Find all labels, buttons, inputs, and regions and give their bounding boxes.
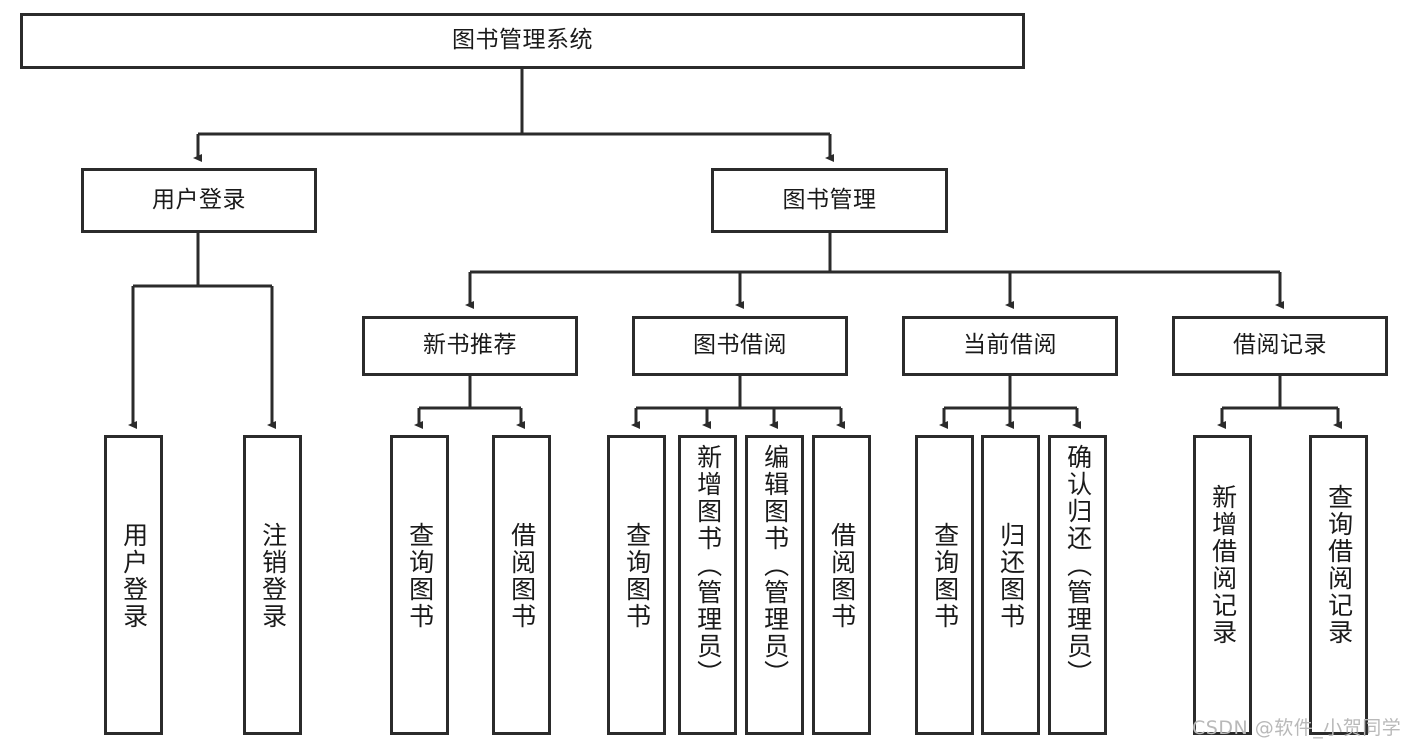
- node-leaf-user-logout-label: 注销登录: [258, 522, 288, 630]
- node-leaf-borrow-book-1-label: 借阅图书: [507, 522, 537, 630]
- node-leaf-borrow-book-2-label: 借阅图书: [827, 522, 857, 630]
- node-leaf-add-book[interactable]: 新增图书（管理员）: [678, 435, 737, 735]
- node-leaf-query-book-2-label: 查询图书: [622, 522, 652, 630]
- node-leaf-query-record[interactable]: 查询借阅记录: [1309, 435, 1368, 735]
- node-borrow-record-label: 借阅记录: [1233, 332, 1327, 359]
- node-book-borrow[interactable]: 图书借阅: [632, 316, 848, 376]
- node-leaf-user-logout[interactable]: 注销登录: [243, 435, 302, 735]
- node-book-borrow-label: 图书借阅: [693, 332, 787, 359]
- node-current-borrow-label: 当前借阅: [963, 332, 1057, 359]
- node-leaf-user-login[interactable]: 用户登录: [104, 435, 163, 735]
- node-leaf-add-book-label: 新增图书（管理员）: [693, 444, 723, 687]
- node-leaf-query-book-1-label: 查询图书: [405, 522, 435, 630]
- node-leaf-return-book-label: 归还图书: [996, 522, 1026, 630]
- node-leaf-confirm-return[interactable]: 确认归还（管理员）: [1048, 435, 1107, 735]
- node-leaf-borrow-book-1[interactable]: 借阅图书: [492, 435, 551, 735]
- node-new-book-rec[interactable]: 新书推荐: [362, 316, 578, 376]
- node-leaf-query-book-3[interactable]: 查询图书: [915, 435, 974, 735]
- node-leaf-query-book-3-label: 查询图书: [930, 522, 960, 630]
- node-leaf-query-record-label: 查询借阅记录: [1324, 484, 1354, 646]
- node-user-login[interactable]: 用户登录: [81, 168, 317, 233]
- node-leaf-user-login-label: 用户登录: [119, 522, 149, 630]
- node-user-login-label: 用户登录: [152, 186, 246, 213]
- node-leaf-edit-book-label: 编辑图书（管理员）: [760, 444, 790, 687]
- node-current-borrow[interactable]: 当前借阅: [902, 316, 1118, 376]
- node-leaf-query-book-2[interactable]: 查询图书: [607, 435, 666, 735]
- node-book-manage-label: 图书管理: [782, 186, 877, 213]
- node-leaf-borrow-book-2[interactable]: 借阅图书: [812, 435, 871, 735]
- node-borrow-record[interactable]: 借阅记录: [1172, 316, 1388, 376]
- node-leaf-confirm-return-label: 确认归还（管理员）: [1063, 444, 1093, 687]
- node-leaf-add-record-label: 新增借阅记录: [1208, 484, 1238, 646]
- node-leaf-query-book-1[interactable]: 查询图书: [390, 435, 449, 735]
- node-new-book-rec-label: 新书推荐: [423, 332, 517, 359]
- node-root-label: 图书管理系统: [452, 27, 593, 54]
- csdn-watermark: CSDN @软件_小贺同学: [1192, 717, 1402, 739]
- node-leaf-add-record[interactable]: 新增借阅记录: [1193, 435, 1252, 735]
- node-book-manage[interactable]: 图书管理: [711, 168, 948, 233]
- node-root[interactable]: 图书管理系统: [20, 13, 1025, 69]
- node-leaf-return-book[interactable]: 归还图书: [981, 435, 1040, 735]
- node-leaf-edit-book[interactable]: 编辑图书（管理员）: [745, 435, 804, 735]
